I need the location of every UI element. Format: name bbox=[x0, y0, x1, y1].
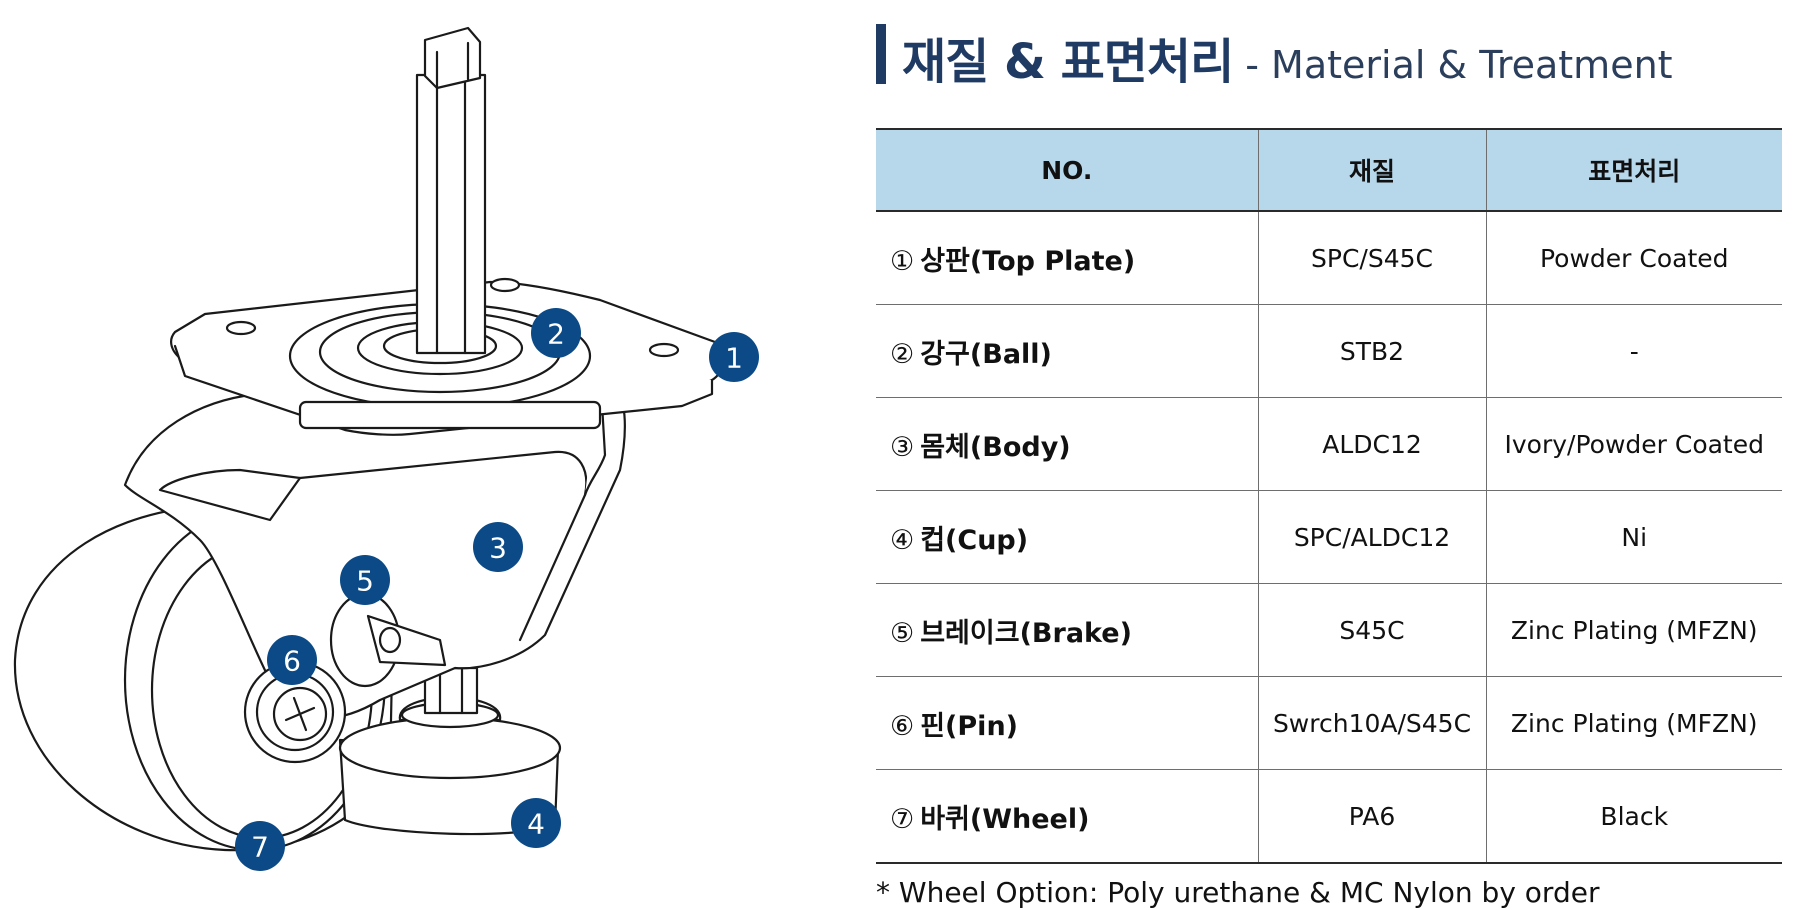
part-name: 바퀴(Wheel) bbox=[920, 803, 1090, 835]
part-name: 컵(Cup) bbox=[920, 524, 1029, 556]
pin-drawing bbox=[243, 660, 347, 764]
part-name: 강구(Ball) bbox=[920, 338, 1052, 370]
header-material: 재질 bbox=[1257, 128, 1486, 212]
part-number: ⑦ bbox=[890, 803, 915, 835]
part-number: ⑥ bbox=[890, 710, 915, 742]
section-title: 재질 & 표면처리 - Material & Treatment bbox=[902, 22, 1673, 90]
callout-5 bbox=[340, 555, 390, 605]
part-number: ③ bbox=[890, 431, 915, 463]
caster-diagram: 1 2 3 4 5 6 7 bbox=[13, 26, 759, 871]
treatment-cell: Zinc Plating (MFZN) bbox=[1485, 676, 1782, 770]
callout-3-label: 3 bbox=[489, 532, 507, 565]
material-cell: ALDC12 bbox=[1257, 397, 1486, 491]
header-treatment: 표면처리 bbox=[1485, 128, 1782, 212]
callout-4-label: 4 bbox=[527, 808, 545, 841]
callout-7 bbox=[235, 821, 285, 871]
treatment-cell: Zinc Plating (MFZN) bbox=[1485, 583, 1782, 677]
title-korean: 재질 & 표면처리 bbox=[902, 34, 1234, 90]
treatment-cell: Ni bbox=[1485, 490, 1782, 584]
callout-1 bbox=[709, 332, 759, 382]
callout-7-label: 7 bbox=[251, 831, 269, 864]
treatment-cell: Ivory/Powder Coated bbox=[1485, 397, 1782, 491]
part-name: 브레이크(Brake) bbox=[920, 617, 1132, 649]
material-cell: PA6 bbox=[1257, 769, 1486, 864]
treatment-cell: Powder Coated bbox=[1485, 211, 1782, 305]
material-cell: STB2 bbox=[1257, 304, 1486, 398]
material-cell: SPC/S45C bbox=[1257, 211, 1486, 305]
part-number: ① bbox=[890, 245, 915, 277]
callout-3 bbox=[473, 522, 523, 572]
title-english: - Material & Treatment bbox=[1245, 43, 1673, 87]
part-name: 상판(Top Plate) bbox=[920, 245, 1136, 277]
material-cell: SPC/ALDC12 bbox=[1257, 490, 1486, 584]
stem-drawing bbox=[415, 26, 487, 355]
table-header-row: NO. 재질 표면처리 bbox=[876, 128, 1782, 212]
header-no: NO. bbox=[876, 128, 1258, 212]
title-accent-bar bbox=[876, 24, 886, 84]
callout-6 bbox=[267, 635, 317, 685]
callout-5-label: 5 bbox=[356, 565, 374, 598]
part-number: ② bbox=[890, 338, 915, 370]
material-cell: Swrch10A/S45C bbox=[1257, 676, 1486, 770]
callout-1-label: 1 bbox=[725, 342, 743, 375]
callout-2 bbox=[531, 308, 581, 358]
callout-6-label: 6 bbox=[283, 645, 301, 678]
callout-2-label: 2 bbox=[547, 318, 565, 351]
footnote: * Wheel Option: Poly urethane & MC Nylon… bbox=[876, 876, 1600, 909]
treatment-cell: Black bbox=[1485, 769, 1782, 864]
part-number: ④ bbox=[890, 524, 915, 556]
body-drawing bbox=[123, 368, 626, 720]
treatment-cell: - bbox=[1485, 304, 1782, 398]
part-name: 몸체(Body) bbox=[920, 431, 1071, 463]
part-number: ⑤ bbox=[890, 617, 915, 649]
part-name: 핀(Pin) bbox=[920, 710, 1019, 742]
callout-4 bbox=[511, 798, 561, 848]
material-cell: S45C bbox=[1257, 583, 1486, 677]
